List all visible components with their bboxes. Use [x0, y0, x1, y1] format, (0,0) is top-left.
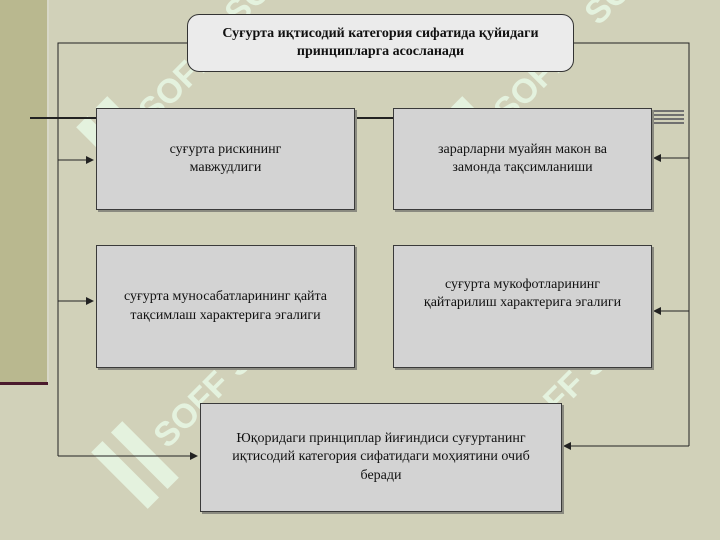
box-text-line: иқтисодий категория сифатидаги моҳиятини… [232, 449, 530, 465]
stripe-decoration [651, 110, 684, 126]
box-text-line: беради [360, 467, 402, 483]
box-text-line: суғурта рискининг [169, 141, 282, 157]
slide-title: Суғурта иқтисодий категория сифатида қуй… [187, 14, 574, 72]
box-text-line: мавжудлиги [189, 160, 262, 175]
conclusion-box: Юқоридаги принциплар йиғиндиси суғуртани… [200, 403, 562, 512]
box-text-line: суғурта мукофотларининг [444, 277, 601, 292]
principle-box-risk-existence: суғурта рискининг мавжудлиги [96, 108, 355, 210]
right-connector [574, 42, 690, 446]
principle-box-premium-return: суғурта мукофотларининг қайтарилиш харак… [393, 245, 652, 368]
slide-title-line-2: принципларга асосланади [296, 44, 465, 59]
left-connector [57, 42, 187, 456]
box-text-line: замонда тақсимланиши [452, 160, 593, 175]
principle-box-loss-distribution: зарарларни муайян макон ва замонда тақси… [393, 108, 652, 210]
box-text-line: Юқоридаги принциплар йиғиндиси суғуртани… [236, 430, 526, 446]
box-text-line: суғурта муносабатларининг қайта [123, 289, 328, 305]
slide-title-line-1: Суғурта иқтисодий категория сифатида қуй… [222, 25, 539, 41]
box-text-line: зарарларни муайян макон ва [438, 141, 607, 157]
box-text-line: тақсимлаш характерига эгалиги [130, 307, 321, 323]
left-accent-band [0, 0, 49, 383]
principle-box-redistribution: суғурта муносабатларининг қайта тақсимла… [96, 245, 355, 368]
left-accent-rule [0, 382, 48, 385]
box-text-line: қайтарилиш характерига эгалиги [423, 295, 622, 311]
